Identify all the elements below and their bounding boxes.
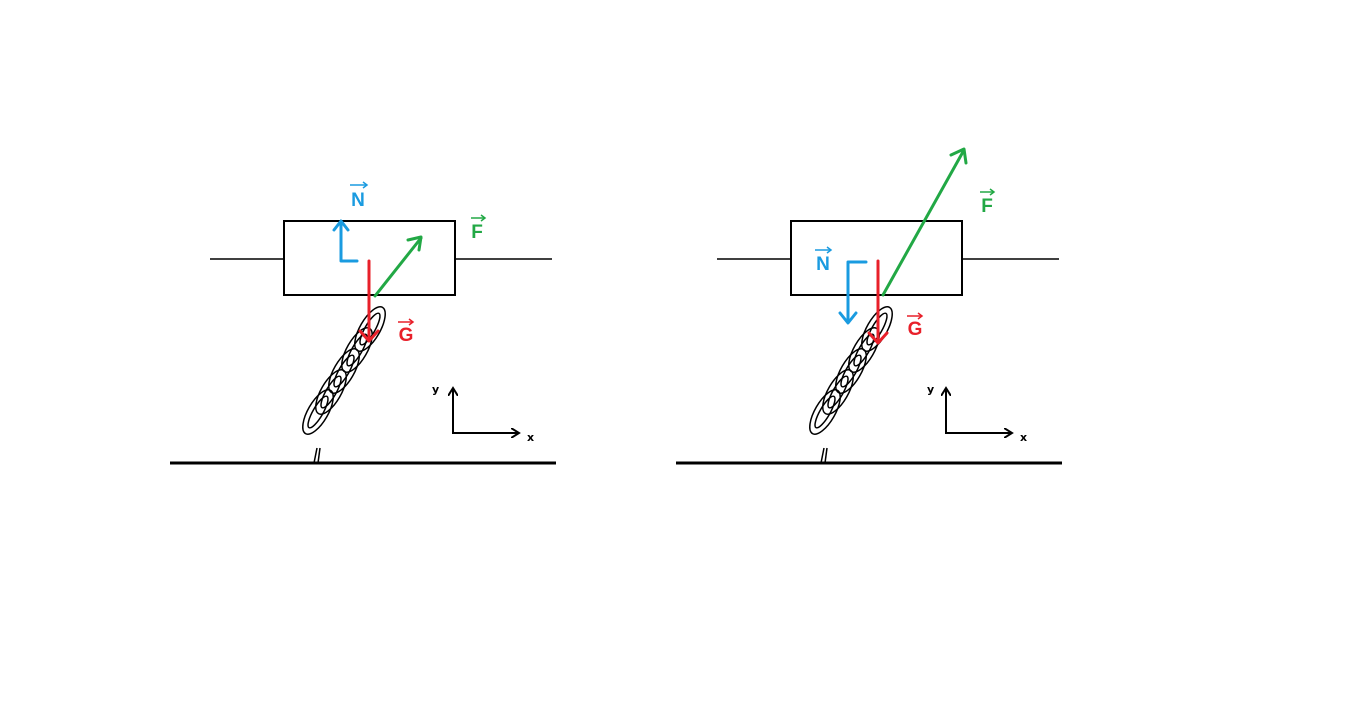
x-axis-label: x: [527, 431, 534, 444]
label-gravity: G: [907, 312, 924, 340]
force-label-text: F: [981, 196, 993, 217]
x-axis-label: x: [1020, 431, 1027, 444]
axes: [945, 389, 1011, 433]
normal-force-arrow: [838, 260, 868, 325]
gravity-arrow: [867, 259, 889, 345]
y-axis-label: y: [432, 383, 439, 396]
force-label-text: F: [471, 222, 483, 243]
gravity-label-text: G: [908, 319, 923, 340]
y-axis-label: y: [927, 383, 934, 396]
normal-label-text: N: [351, 190, 365, 211]
label-gravity: G: [398, 318, 415, 346]
label-force: F: [980, 188, 996, 217]
normal-label-text: N: [816, 254, 830, 275]
normal-force-arrow: [332, 219, 359, 263]
gravity-label-text: G: [399, 325, 414, 346]
label-normal: N: [350, 181, 369, 211]
label-force: F: [471, 214, 487, 243]
label-normal: N: [815, 246, 833, 275]
applied-force-arrow: [881, 147, 968, 297]
axes: [452, 389, 518, 433]
gravity-arrow: [358, 259, 380, 343]
applied-force-arrow: [373, 235, 423, 298]
diagram-right: N F G y x: [676, 147, 1062, 465]
spring: [809, 306, 893, 464]
diagram-left: N F G y x: [170, 181, 556, 465]
spring: [302, 306, 386, 464]
